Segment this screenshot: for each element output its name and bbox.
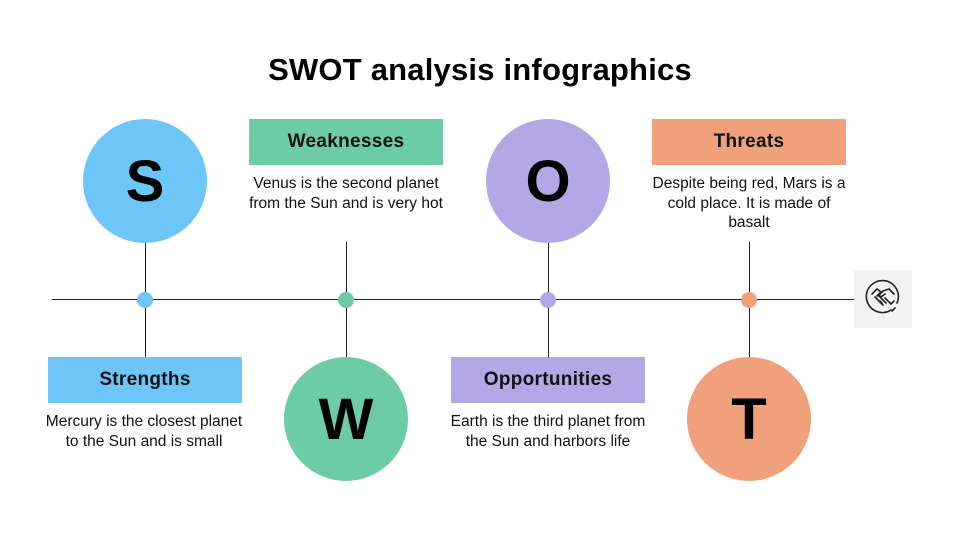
weaknesses-circle: W	[284, 357, 408, 481]
threats-label: Threats	[652, 119, 846, 165]
opportunities-dot	[540, 292, 556, 308]
opportunities-circle: O	[486, 119, 610, 243]
strengths-circle: S	[83, 119, 207, 243]
timeline-axis	[52, 299, 854, 300]
threats-circle: T	[687, 357, 811, 481]
weaknesses-dot	[338, 292, 354, 308]
weaknesses-label: Weaknesses	[249, 119, 443, 165]
strengths-label: Strengths	[48, 357, 242, 403]
threats-dot	[741, 292, 757, 308]
threats-description: Despite being red, Mars is a cold place.…	[652, 175, 846, 231]
opportunities-description: Earth is the third planet from the Sun a…	[450, 413, 646, 450]
weaknesses-description: Venus is the second planet from the Sun …	[249, 175, 443, 212]
strengths-dot	[137, 292, 153, 308]
opportunities-label: Opportunities	[451, 357, 645, 403]
handshake-icon-box	[854, 270, 912, 328]
handshake-icon	[863, 277, 903, 322]
strengths-description: Mercury is the closest planet to the Sun…	[45, 413, 243, 450]
page-title: SWOT analysis infographics	[268, 52, 692, 87]
